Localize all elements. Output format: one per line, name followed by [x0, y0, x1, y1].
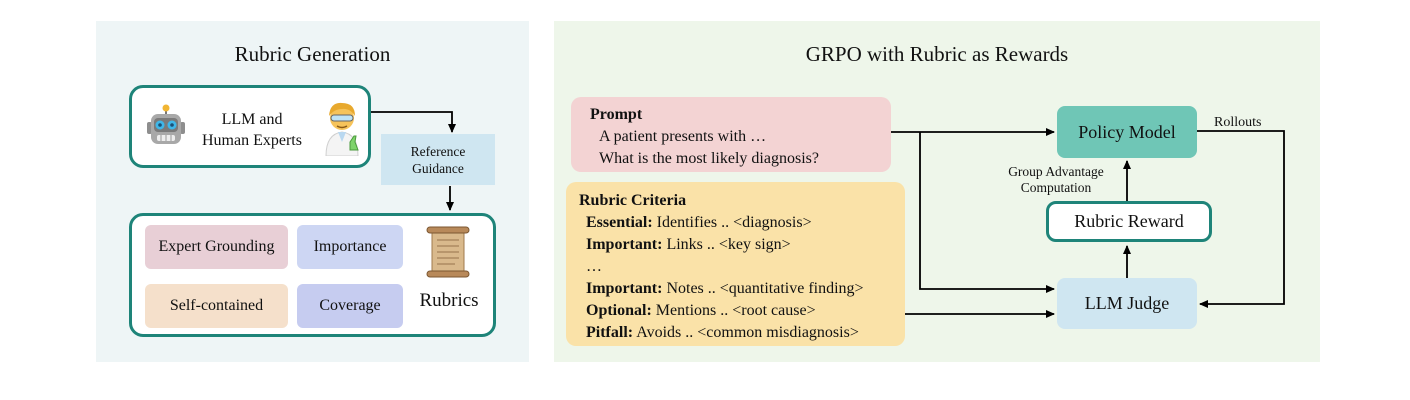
group-advantage-line2: Computation — [1020, 180, 1092, 195]
chip-expert-grounding: Expert Grounding — [145, 225, 288, 269]
arrow-rollouts-to-judge — [1197, 130, 1285, 308]
experts-box: LLM and Human Experts — [129, 85, 371, 168]
prompt-heading: Prompt — [590, 106, 643, 123]
rubric-generation-title: Rubric Generation — [234, 42, 391, 66]
criteria-tag: Essential: — [586, 214, 653, 231]
policy-model-box: Policy Model — [1057, 106, 1197, 158]
arrow-experts-to-reference — [371, 111, 456, 133]
chip-importance: Importance — [297, 225, 403, 269]
criteria-tag: Important: — [586, 236, 663, 253]
rubrics-label: Rubrics — [419, 290, 479, 311]
chip-self-contained: Self-contained — [145, 284, 288, 328]
criteria-tag: Important: — [586, 280, 663, 297]
criteria-text: Links .. <key sign> — [662, 236, 791, 253]
criteria-tag: Optional: — [586, 302, 652, 319]
prompt-line2: What is the most likely diagnosis? — [599, 150, 819, 167]
rollouts-label: Rollouts — [1214, 115, 1262, 130]
criteria-text: Notes .. <quantitative finding> — [662, 280, 864, 297]
prompt-line1: A patient presents with … — [599, 128, 767, 145]
chip-coverage: Coverage — [297, 284, 403, 328]
rubric-criteria-heading: Rubric Criteria — [579, 192, 687, 209]
group-advantage-label: Group Advantage Computation — [996, 164, 1116, 196]
llm-judge-box: LLM Judge — [1057, 278, 1197, 329]
prompt-box: Prompt A patient presents with … What is… — [571, 97, 891, 172]
criteria-row: Optional: Mentions .. <root cause> — [586, 300, 816, 322]
experts-label: LLM and Human Experts — [192, 109, 312, 151]
criteria-row: Essential: Identifies .. <diagnosis> — [586, 212, 812, 234]
criteria-text: Identifies .. <diagnosis> — [652, 214, 812, 231]
rubric-criteria-box: Rubric Criteria Essential: Identifies ..… — [566, 182, 905, 346]
reference-guidance-line1: Reference — [410, 143, 466, 159]
criteria-row: Pitfall: Avoids .. <common misdiagnosis> — [586, 322, 859, 344]
scientist-icon — [322, 98, 362, 157]
experts-label-line1: LLM and — [221, 111, 283, 128]
reference-guidance-box: Reference Guidance — [381, 134, 495, 185]
scroll-icon — [422, 226, 474, 278]
rubric-reward-box: Rubric Reward — [1046, 201, 1212, 242]
criteria-text: Mentions .. <root cause> — [651, 302, 816, 319]
reference-guidance-line2: Guidance — [412, 160, 464, 176]
criteria-text: Avoids .. <common misdiagnosis> — [633, 324, 859, 341]
experts-label-line2: Human Experts — [202, 132, 302, 149]
criteria-row: … — [586, 256, 602, 278]
criteria-row: Important: Notes .. <quantitative findin… — [586, 278, 864, 300]
arrow-prompt-to-judge — [919, 132, 1055, 293]
criteria-text: … — [586, 258, 602, 275]
criteria-tag: Pitfall: — [586, 324, 634, 341]
group-advantage-line1: Group Advantage — [1008, 164, 1104, 179]
grpo-title: GRPO with Rubric as Rewards — [805, 42, 1069, 66]
robot-icon — [146, 104, 186, 148]
criteria-row: Important: Links .. <key sign> — [586, 234, 791, 256]
